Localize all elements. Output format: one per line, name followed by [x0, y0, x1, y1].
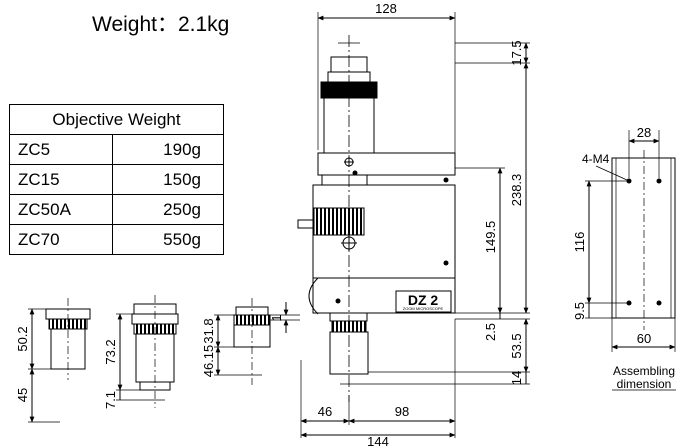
objective-weight: 190g: [112, 134, 224, 165]
table-row: ZC15 150g: [9, 164, 224, 195]
dim-total-width: 144: [367, 434, 389, 448]
dim-zc50a-lower: 46.15: [201, 345, 216, 378]
dim-total-height: 238.3: [509, 174, 524, 207]
weight-title: Weight：2.1kg: [92, 13, 230, 36]
logo-text: DZ 2: [408, 292, 439, 308]
table-row: ZC5 190g: [9, 134, 224, 165]
main-body: [312, 184, 456, 314]
objective-weight: 550g: [112, 224, 224, 255]
table-row: ZC70 550g: [9, 224, 224, 255]
dim-mid-height: 149.5: [483, 221, 498, 254]
dim-zc15-lower: 7.1: [103, 391, 118, 409]
objective-weight: 250g: [112, 194, 224, 225]
mount-width: 60: [637, 331, 651, 346]
dim-left-width: 46: [318, 404, 332, 419]
objective-name: ZC15: [9, 164, 113, 195]
dim-zc50a-upper: 31.8: [201, 318, 216, 343]
mount-hole-spacing-y: 116: [572, 232, 587, 253]
mount-caption-line2: dimension: [617, 377, 672, 391]
table-header: Objective Weight: [9, 104, 224, 135]
table-header-row: Objective Weight: [9, 104, 224, 135]
objective-name: ZC5: [9, 134, 113, 165]
main-objective-barrel: [329, 331, 369, 375]
mount-bottom-offset: 9.5: [572, 302, 587, 320]
dim-bottom-offset: 14: [509, 371, 524, 385]
objective-zc15: [116, 295, 179, 408]
dim-zc15-upper: 73.2: [103, 339, 118, 364]
dim-zc50a-side: 1: [269, 314, 284, 321]
main-objective-knurl: [331, 320, 367, 333]
focus-knob: [313, 207, 365, 236]
dim-lower-gap: 2.5: [483, 323, 498, 341]
dim-lower-height: 53.5: [509, 333, 524, 358]
objective-weight-table: Objective Weight ZC5 190g ZC15 150g ZC50…: [9, 104, 224, 255]
dz2-logo: [395, 290, 452, 313]
logo-subtext: ZOOM MICROSCOPE: [403, 306, 444, 311]
dim-right-width: 98: [395, 404, 409, 419]
dim-top-width: 128: [375, 1, 397, 16]
upper-body: [317, 152, 456, 176]
main-unit: [297, 12, 456, 402]
mount-screw-label: 4-M4: [582, 152, 610, 166]
mount-hole-spacing-x: 28: [637, 125, 651, 140]
dim-top-offset: 17.5: [509, 40, 524, 65]
objective-zc50a: [214, 298, 300, 385]
objective-zc5: [28, 298, 91, 423]
dim-zc5-upper: 50.2: [15, 326, 30, 351]
table-row: ZC50A 250g: [9, 194, 224, 225]
dim-zc5-lower: 45: [15, 388, 30, 402]
eyepiece-ring: [320, 81, 378, 99]
objective-name: ZC70: [9, 224, 113, 255]
mount-bracket: [585, 130, 676, 391]
mount-caption-line1: Assembling: [613, 364, 675, 378]
